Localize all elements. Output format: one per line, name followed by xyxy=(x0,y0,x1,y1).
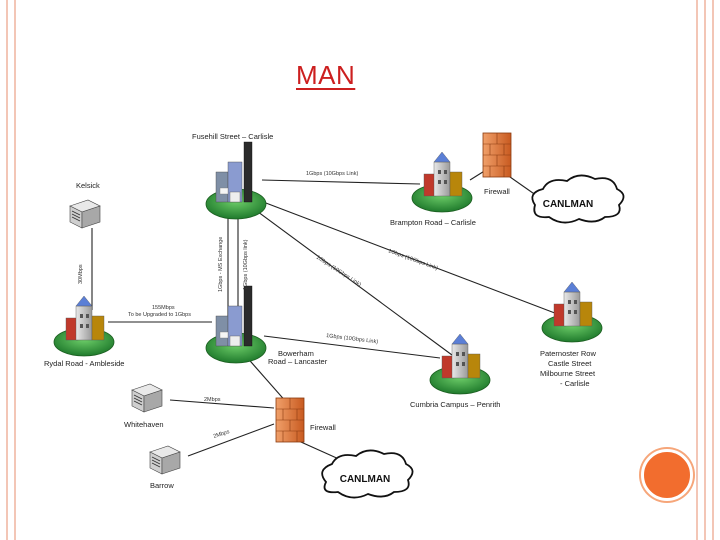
paternoster-label-line1: Paternoster Row xyxy=(540,349,596,358)
firewall-top-label: Firewall xyxy=(484,187,510,196)
canlman-bottom-cloud-icon xyxy=(321,449,414,499)
whitehaven-server-icon xyxy=(131,383,163,413)
canlman-bottom-label: CANLMAN xyxy=(340,474,391,485)
canlman-top-cloud-icon xyxy=(531,174,625,224)
cumbria-label: Cumbria Campus – Penrith xyxy=(410,400,500,409)
firewall-bottom-label: Firewall xyxy=(310,423,336,432)
firewall-top-icon xyxy=(482,132,512,178)
link-barrow-firewall xyxy=(187,423,275,457)
link-fusehill-paternoster xyxy=(257,199,561,316)
right-border-line xyxy=(696,0,698,540)
bowerham-label-line2: Road – Lancaster xyxy=(268,357,328,366)
bowerham-label-line1: Bowerham xyxy=(278,349,314,358)
link-label-bowerham-cumbria: 1Gbps (10Gbps Link) xyxy=(326,333,379,345)
link-whitehaven-firewall xyxy=(169,399,275,409)
link-label-keswick-rydal: 30Mbps xyxy=(78,264,84,284)
whitehaven-label: Whitehaven xyxy=(124,420,164,429)
right-border-line xyxy=(704,0,706,540)
brampton-label: Brampton Road – Carlisle xyxy=(390,218,476,227)
barrow-server-icon xyxy=(149,445,181,475)
paternoster-label-line2: Castle Street xyxy=(548,359,592,368)
canlman-top-label: CANLMAN xyxy=(543,199,594,210)
link-label-fusehill-brampton: 1Gbps (10Gbps Link) xyxy=(306,171,358,177)
right-border-line xyxy=(712,0,714,540)
link-label-rydal-bowerham-2: To be Upgraded to 1Gbps xyxy=(128,312,191,318)
link-label-fusehill-paternoster: 1Gbps (10Gbps Link) xyxy=(387,248,438,272)
cumbria-campus-icon xyxy=(429,333,491,395)
paternoster-label-line3: Milbourne Street xyxy=(540,369,596,378)
link-fusehill-cumbria xyxy=(249,205,453,356)
brampton-campus-icon xyxy=(411,151,473,213)
link-label-fusehill-bowerham: 1Gbps (10Gbps link) xyxy=(243,239,249,290)
slide-title: MAN xyxy=(296,60,356,90)
link-label-fusehill-cumbria: 1Gbps (10Gbps Link) xyxy=(315,255,362,289)
link-label-rydal-bowerham-1: 155Mbps xyxy=(152,305,175,311)
rydal-campus-icon xyxy=(53,295,115,357)
left-border-decoration xyxy=(6,0,16,540)
decorative-orange-circle xyxy=(641,449,693,501)
link-bowerham-firewall xyxy=(243,353,289,405)
keswick-server-icon xyxy=(69,199,101,229)
link-lines xyxy=(91,169,561,465)
fusehill-label: Fusehill Street – Carlisle xyxy=(192,132,273,141)
bowerham-campus-icon xyxy=(205,285,267,364)
barrow-label: Barrow xyxy=(150,481,174,490)
fusehill-campus-icon xyxy=(205,141,267,220)
link-fusehill-brampton xyxy=(261,179,421,185)
link-label-barrow: 2Mbps xyxy=(213,429,231,440)
keswick-label: Kelsick xyxy=(76,181,100,190)
link-bowerham-cumbria xyxy=(263,335,441,359)
link-label-whitehaven: 2Mbps xyxy=(204,397,221,403)
paternoster-label-line4: - Carlisle xyxy=(560,379,590,388)
rydal-label: Rydal Road - Ambleside xyxy=(44,359,124,368)
firewall-bottom-icon xyxy=(275,397,305,443)
link-label-ms-exchange: 1Gbps - MS Exchange xyxy=(218,237,224,292)
